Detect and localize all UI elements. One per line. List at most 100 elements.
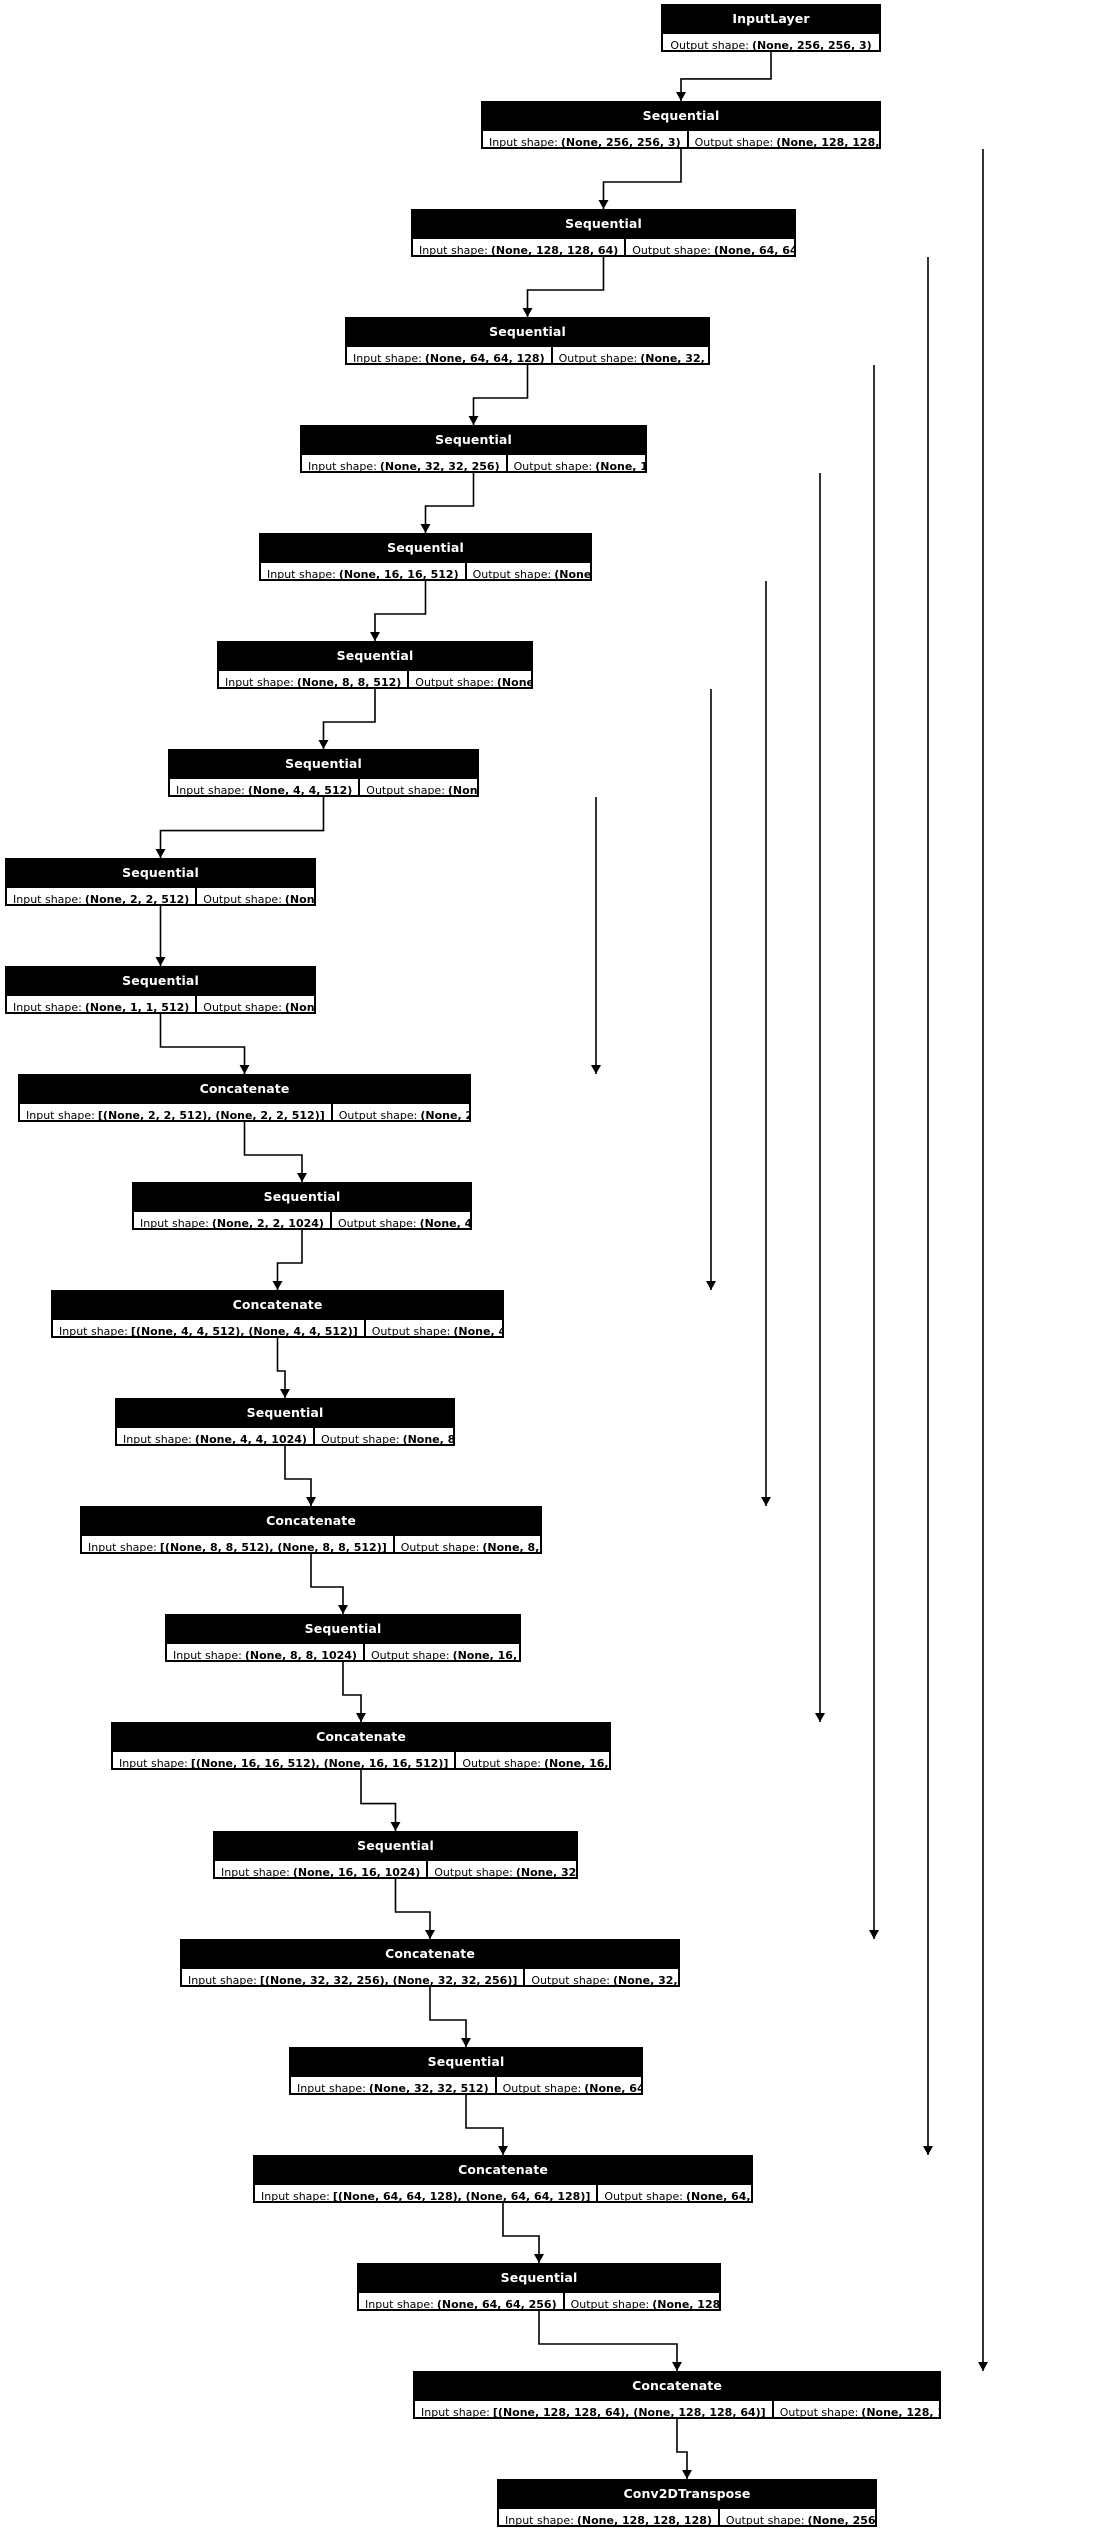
output-shape-cell: Output shape:(None, 128, 128, 64) bbox=[564, 2292, 721, 2311]
edge-dec3-to-concat3-arrowhead bbox=[306, 1497, 316, 1506]
edge-enc2-to-concat6-arrowhead bbox=[923, 2146, 933, 2155]
input-shape-label: Input shape: bbox=[221, 1865, 290, 1879]
output-shape-label: Output shape: bbox=[434, 1865, 513, 1879]
edge-enc7-to-enc8 bbox=[159, 797, 325, 858]
input-shape-value: (None, 2, 2, 512) bbox=[84, 892, 190, 906]
output-shape-value: (None, 8, 8, 512) bbox=[554, 567, 592, 581]
output-shape-cell: Output shape:(None, 8, 8, 512) bbox=[314, 1427, 453, 1446]
edge-dec4-to-concat4 bbox=[342, 1662, 362, 1722]
input-shape-cell: Input shape:(None, 4, 4, 512) bbox=[170, 778, 359, 797]
output-shape-value: (None, 16, 16, 512) bbox=[452, 1648, 519, 1662]
input-shape-label: Input shape: bbox=[225, 675, 294, 689]
output-shape-value: (None, 2, 2, 512) bbox=[284, 1000, 315, 1014]
output-shape-label: Output shape: bbox=[371, 1324, 451, 1338]
output-shape-value: (None, 2, 2, 1024) bbox=[420, 1108, 469, 1122]
input-shape-cell: Input shape:(None, 4, 4, 1024) bbox=[117, 1427, 313, 1446]
input-shape-value: (None, 128, 128, 64) bbox=[490, 243, 619, 257]
edge-concat5-to-dec6 bbox=[429, 1987, 467, 2047]
output-shape-label: Output shape: bbox=[670, 38, 749, 52]
output-shape-cell: Output shape:(None, 8, 8, 512) bbox=[466, 562, 592, 581]
input-shape-value: (None, 4, 4, 512) bbox=[247, 783, 353, 797]
input-shape-label: Input shape: bbox=[123, 1432, 192, 1446]
node-type-label: Sequential bbox=[413, 211, 794, 239]
edge-enc1-to-enc2-arrowhead bbox=[598, 200, 609, 209]
input-shape-cell: Input shape:[(None, 8, 8, 512), (None, 8… bbox=[82, 1535, 393, 1552]
edge-concat3-to-dec4-arrowhead bbox=[338, 1605, 348, 1614]
output-shape-label: Output shape: bbox=[632, 243, 711, 257]
input-shape-cell: Input shape:[(None, 2, 2, 512), (None, 2… bbox=[20, 1103, 331, 1120]
input-shape-cell: Input shape:(None, 32, 32, 256) bbox=[302, 454, 506, 471]
output-shape-label: Output shape: bbox=[604, 2189, 683, 2203]
node-shape-row: Input shape:[(None, 16, 16, 512), (None,… bbox=[113, 1751, 609, 1770]
node-shape-row: Input shape:(None, 4, 4, 512)Output shap… bbox=[170, 778, 478, 797]
edge-dec5-to-concat5 bbox=[394, 1879, 431, 1939]
output-shape-label: Output shape: bbox=[203, 1000, 282, 1014]
node-type-label: InputLayer bbox=[663, 6, 879, 34]
output-shape-cell: Output shape:(None, 32, 32, 256) bbox=[552, 346, 708, 365]
output-shape-cell: Output shape:(None, 2, 2, 512) bbox=[360, 778, 478, 797]
output-shape-cell: Output shape:(None, 64, 64, 128) bbox=[626, 238, 794, 257]
input-shape-label: Input shape: bbox=[140, 1216, 209, 1230]
output-shape-value: (None, 16, 16, 1024) bbox=[544, 1756, 609, 1770]
output-shape-value: (None, 128, 128, 64) bbox=[652, 2297, 721, 2311]
output-shape-label: Output shape: bbox=[320, 1432, 400, 1446]
output-shape-cell: Output shape:(None, 32, 32, 512) bbox=[525, 1968, 678, 1985]
input-shape-label: Input shape: bbox=[261, 2189, 330, 2203]
output-shape-label: Output shape: bbox=[370, 1648, 450, 1662]
edge-enc7-to-enc8-arrowhead bbox=[155, 849, 166, 858]
input-shape-label: Input shape: bbox=[353, 351, 422, 365]
input-shape-value: (None, 2, 2, 1024) bbox=[211, 1216, 324, 1230]
input-shape-value: [(None, 4, 4, 512), (None, 4, 4, 512)] bbox=[130, 1324, 358, 1338]
input-shape-value: [(None, 16, 16, 512), (None, 16, 16, 512… bbox=[190, 1756, 449, 1770]
node-shape-row: Input shape:[(None, 64, 64, 128), (None,… bbox=[255, 2184, 751, 2203]
edge-dec7-to-concat7 bbox=[538, 2311, 678, 2371]
edge-dec4-to-concat4-arrowhead bbox=[356, 1713, 366, 1722]
output-shape-label: Output shape: bbox=[725, 2513, 805, 2527]
output-shape-value: (None, 128, 128, 128) bbox=[861, 2405, 939, 2419]
output-shape-value: (None, 64, 64, 256) bbox=[686, 2189, 751, 2203]
edge-concat4-to-dec5 bbox=[360, 1770, 397, 1831]
node-shape-row: Input shape:(None, 32, 32, 256)Output sh… bbox=[302, 454, 645, 471]
input-shape-cell: Input shape:(None, 16, 16, 512) bbox=[261, 562, 465, 579]
input-shape-value: [(None, 128, 128, 64), (None, 128, 128, … bbox=[492, 2405, 766, 2419]
input-shape-label: Input shape: bbox=[419, 243, 488, 257]
output-shape-cell: Output shape:(None, 32, 32, 256) bbox=[428, 1860, 576, 1879]
input-shape-label: Input shape: bbox=[13, 1000, 82, 1014]
node-shape-row: Input shape:(None, 32, 32, 512)Output sh… bbox=[291, 2076, 641, 2095]
node-type-label: Concatenate bbox=[113, 1724, 609, 1752]
edge-dec6-to-concat6 bbox=[465, 2095, 504, 2155]
node-shape-row: Input shape:(None, 8, 8, 512)Output shap… bbox=[219, 670, 531, 689]
output-shape-value: (None, 2, 2, 512) bbox=[447, 783, 478, 797]
edge-dec1-to-concat1-arrowhead bbox=[239, 1065, 250, 1074]
edge-enc1-to-concat7-arrowhead bbox=[978, 2362, 988, 2371]
input-shape-cell: Input shape:(None, 128, 128, 64) bbox=[413, 238, 625, 257]
node-shape-row: Input shape:[(None, 32, 32, 256), (None,… bbox=[182, 1968, 678, 1985]
output-shape-label: Output shape: bbox=[502, 2081, 582, 2095]
input-shape-cell: Input shape:[(None, 4, 4, 512), (None, 4… bbox=[53, 1319, 364, 1338]
output-shape-label: Output shape: bbox=[558, 351, 638, 365]
